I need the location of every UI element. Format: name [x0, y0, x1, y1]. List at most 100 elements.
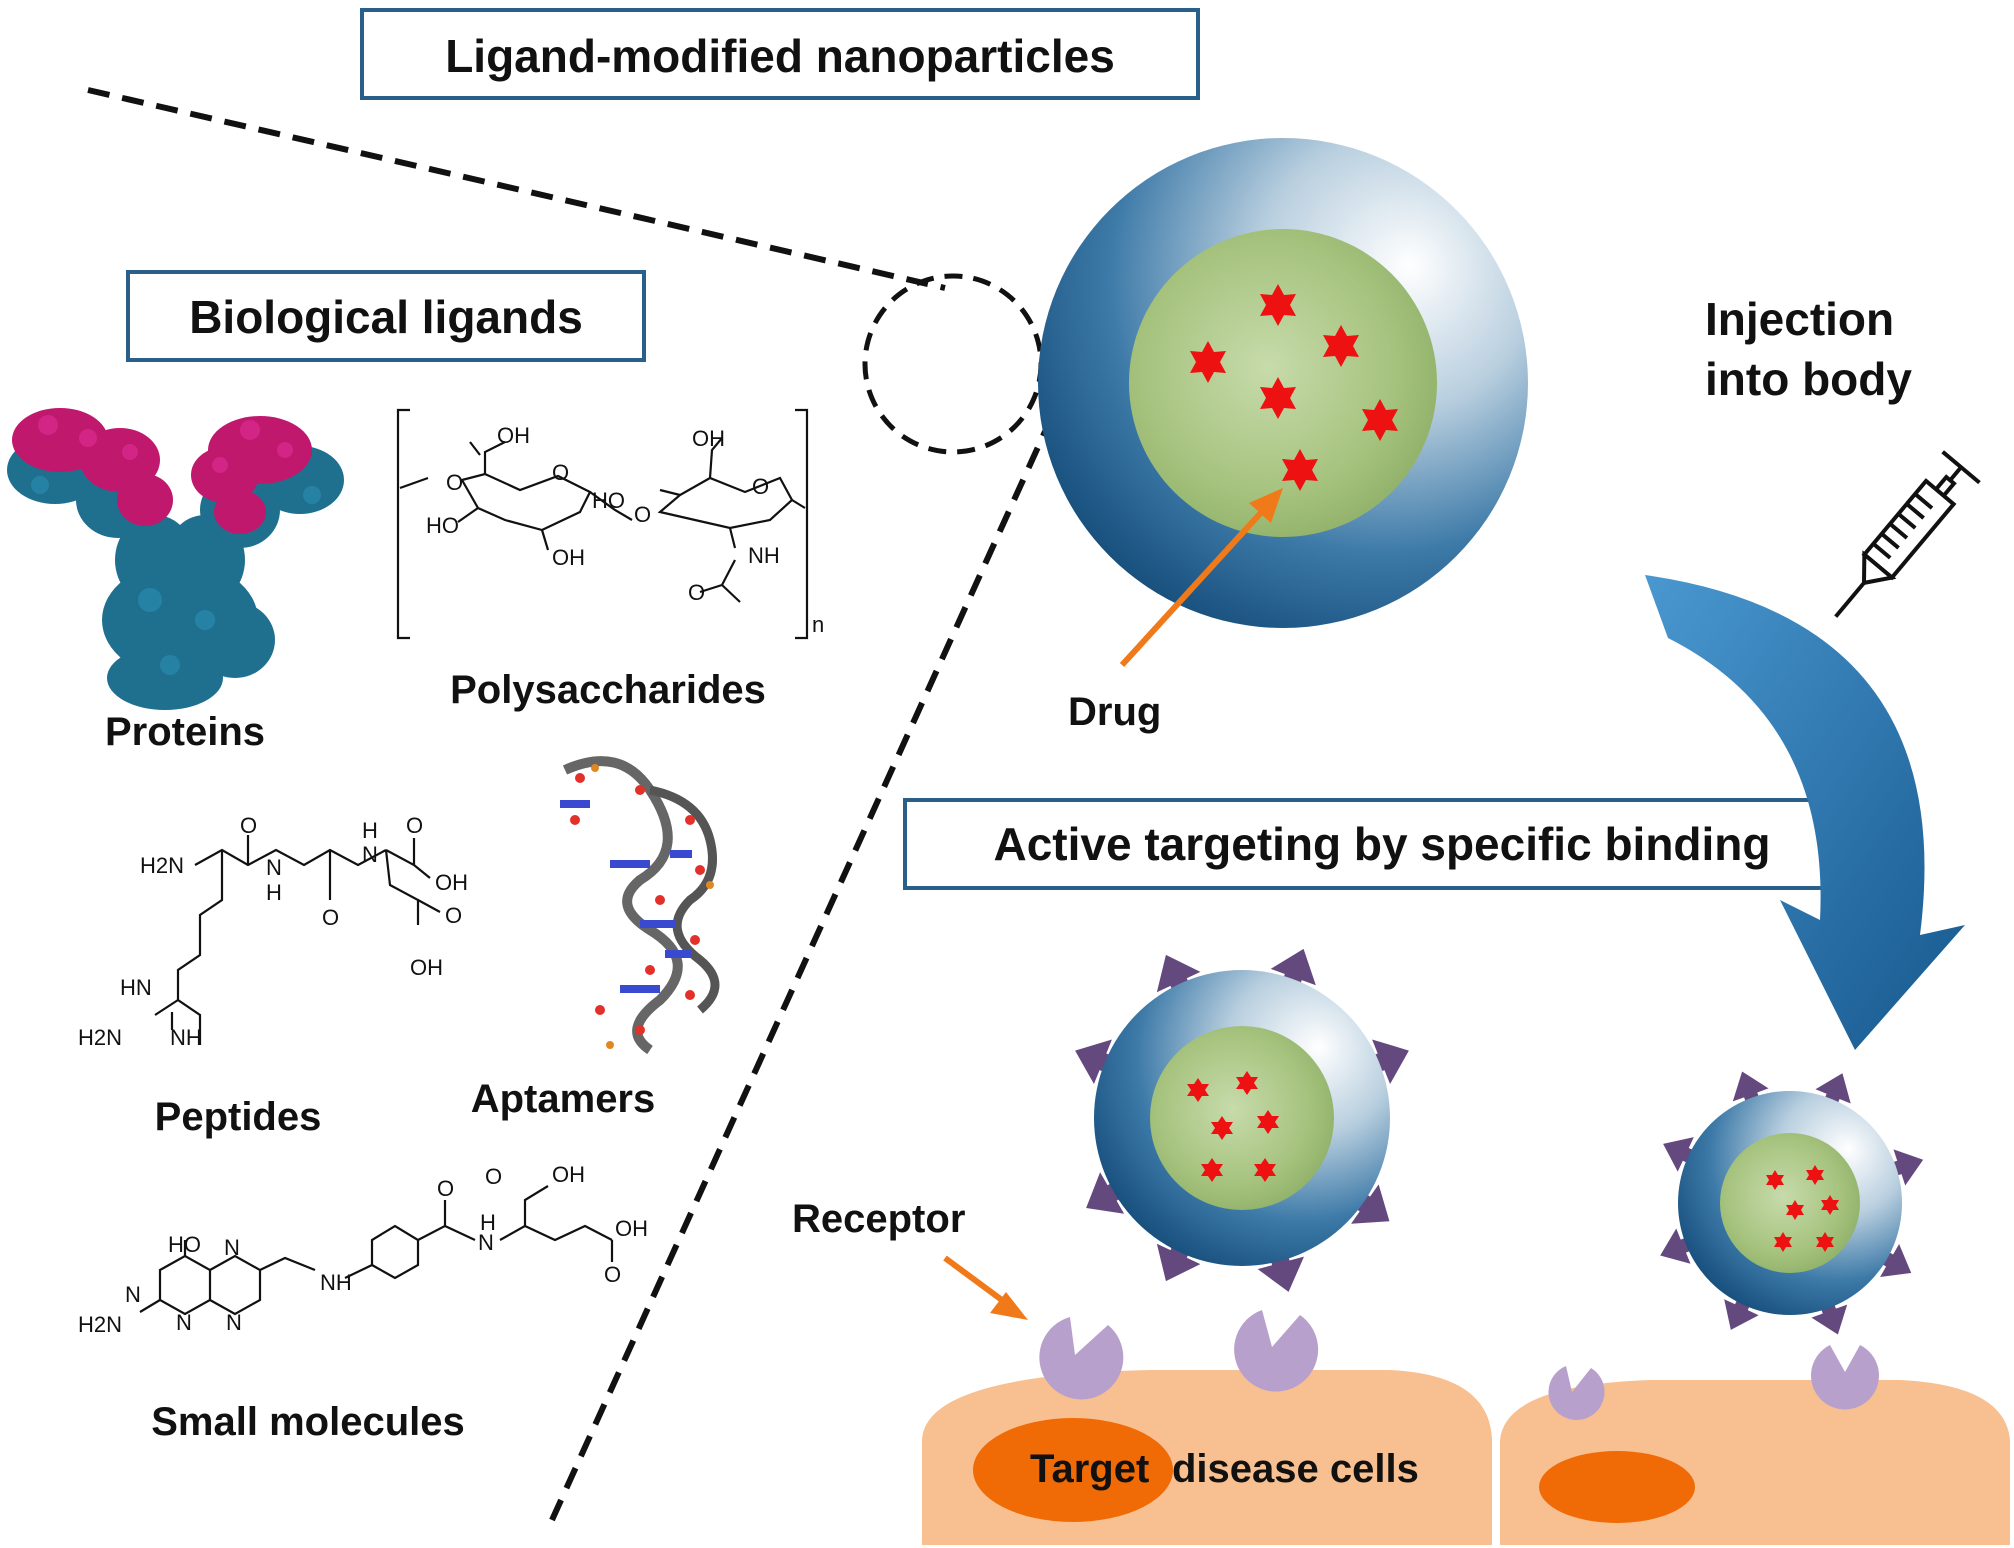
peptide-atom: OH [435, 870, 468, 895]
receptor [1039, 1317, 1124, 1400]
drug-star [1260, 284, 1296, 326]
drug-star [1774, 1232, 1792, 1252]
curved-arrow-icon [1645, 575, 1965, 1050]
poly-atom: O [552, 460, 569, 485]
drug-core [1150, 1026, 1334, 1210]
drug-star [1821, 1195, 1839, 1215]
drug-pointer-arrow [1119, 488, 1283, 668]
target-label-word2: disease cells [1172, 1447, 1419, 1491]
folate-atom: OH [552, 1162, 585, 1187]
drug-label: Drug [1068, 690, 1161, 734]
peptide-structure: H2N O N H O H N O OH O OH HN H2N NH [78, 813, 468, 1050]
folate-atom: NH [320, 1270, 352, 1295]
nucleus-left [973, 1418, 1173, 1522]
label-peptides: Peptides [155, 1095, 322, 1139]
peptide-atom: O [445, 903, 462, 928]
poly-atom: O [634, 502, 651, 527]
injection-label-line1: Injection [1705, 293, 1894, 345]
drug-core [1129, 229, 1437, 537]
folate-atom: N [125, 1282, 141, 1307]
receptors [1039, 1310, 1880, 1420]
drug-star [1257, 1110, 1279, 1134]
label-small-molecules: Small molecules [151, 1400, 464, 1444]
drug-star [1254, 1158, 1276, 1182]
large-nanoparticle [1038, 138, 1528, 668]
dna-aptamer-icon [560, 756, 720, 1055]
drug-stars-small [1187, 1071, 1279, 1182]
bound-nanoparticle-right [1660, 1071, 1924, 1335]
title-targeting: Active targeting by specific binding [993, 818, 1770, 870]
target-label-word1: Target [1030, 1447, 1149, 1491]
target-cells: Target disease cells [922, 1370, 2010, 1545]
poly-atom: O [688, 580, 705, 605]
title-box-nanoparticles: Ligand-modified nanoparticles [360, 8, 1200, 100]
poly-atom: HO [592, 488, 625, 513]
title-ligands: Biological ligands [189, 291, 583, 343]
peptide-atom: N [362, 842, 378, 867]
receptor [1234, 1310, 1319, 1392]
poly-atom: O [446, 470, 463, 495]
poly-atom: NH [748, 543, 780, 568]
poly-atom: n [812, 612, 824, 637]
title-box-ligands: Biological ligands [126, 270, 646, 362]
drug-star [1282, 449, 1318, 491]
receptor [1548, 1366, 1605, 1420]
polysaccharide-structure: OH O O HO OH O HO OH O NH O n [396, 408, 824, 640]
peptide-atom: NH [170, 1025, 202, 1050]
folate-atom: H2N [78, 1312, 122, 1337]
nucleus-right [1539, 1451, 1695, 1523]
peptide-atom: O [240, 813, 257, 838]
drug-star [1187, 1078, 1209, 1102]
injection-label-line2: into body [1705, 353, 1912, 405]
folate-atom: HO [168, 1232, 201, 1257]
drug-star [1260, 377, 1296, 419]
poly-atom: OH [692, 426, 725, 451]
peptide-atom: HN [120, 975, 152, 1000]
poly-atom: OH [552, 545, 585, 570]
antibody-icon [7, 408, 344, 710]
drug-star [1323, 325, 1359, 367]
folate-atom: N [478, 1230, 494, 1255]
receptor-pointer-arrow [943, 1255, 1028, 1320]
drug-star [1362, 399, 1398, 441]
folate-atom: H [480, 1210, 496, 1235]
peptide-atom: O [322, 905, 339, 930]
drug-star [1190, 341, 1226, 383]
drug-star [1201, 1158, 1223, 1182]
folate-atom: O [437, 1176, 454, 1201]
peptide-atom: H [362, 818, 378, 843]
drug-star [1211, 1116, 1233, 1140]
folate-atom: O [485, 1164, 502, 1189]
label-polysaccharides: Polysaccharides [450, 668, 766, 712]
peptide-atom: O [406, 813, 423, 838]
drug-star [1766, 1170, 1784, 1190]
receptor [1810, 1345, 1880, 1410]
drug-star [1816, 1232, 1834, 1252]
poly-atom: OH [497, 423, 530, 448]
folate-atom: O [604, 1262, 621, 1287]
peptide-atom: H2N [140, 853, 184, 878]
small-molecule-structure: HO N N H2N N N NH O N H O OH OH O [78, 1162, 648, 1337]
peptide-atom: N [266, 855, 282, 880]
drug-stars-small [1766, 1165, 1839, 1252]
drug-core [1720, 1133, 1860, 1273]
syringe-icon [1834, 450, 1981, 618]
drug-stars [1190, 284, 1398, 491]
folate-atom: OH [615, 1216, 648, 1241]
folate-atom: N [226, 1310, 242, 1335]
label-proteins: Proteins [105, 710, 265, 754]
drug-star [1806, 1165, 1824, 1185]
receptor-label: Receptor [792, 1197, 965, 1241]
peptide-atom: H2N [78, 1025, 122, 1050]
folate-atom: N [176, 1310, 192, 1335]
poly-atom: HO [426, 513, 459, 538]
peptide-atom: OH [410, 955, 443, 980]
title-nanoparticles: Ligand-modified nanoparticles [445, 30, 1115, 82]
peptide-atom: H [266, 880, 282, 905]
drug-star [1786, 1200, 1804, 1220]
bound-nanoparticle [1075, 948, 1409, 1292]
label-aptamers: Aptamers [471, 1077, 656, 1121]
title-box-targeting: Active targeting by specific binding [903, 798, 1862, 890]
drug-star [1236, 1071, 1258, 1095]
